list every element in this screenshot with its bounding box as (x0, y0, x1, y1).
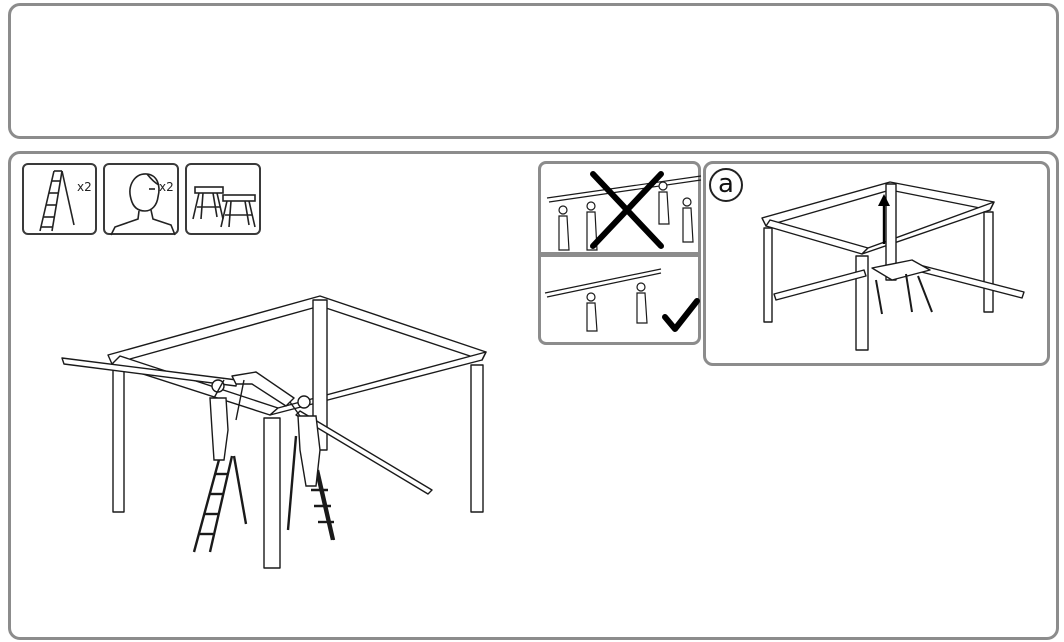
helper-quantity: x2 (159, 180, 174, 194)
person-icon (110, 173, 176, 236)
correct-method-box (538, 255, 701, 345)
arrow-head-icon (878, 194, 890, 206)
ladder-quantity: x2 (77, 180, 92, 194)
detail-letter: a (709, 168, 743, 202)
person-left (209, 379, 229, 461)
incorrect-method-box (538, 161, 702, 255)
checkmark-icon (662, 298, 700, 332)
detail-a-box (703, 161, 1050, 366)
sawhorse-requirement-box (185, 163, 261, 235)
person-right (289, 395, 321, 487)
sawhorse-icon (192, 186, 256, 228)
correct-lift-illustration (544, 268, 700, 332)
helper-requirement-box (103, 163, 179, 236)
detail-a-illustration (761, 181, 1025, 351)
ladder-requirement-box (22, 163, 97, 235)
cross-icon (590, 171, 664, 249)
header-panel (8, 3, 1059, 139)
incorrect-lift-illustration (546, 171, 702, 251)
ladder-left (192, 455, 248, 553)
ladder-icon (39, 170, 75, 232)
